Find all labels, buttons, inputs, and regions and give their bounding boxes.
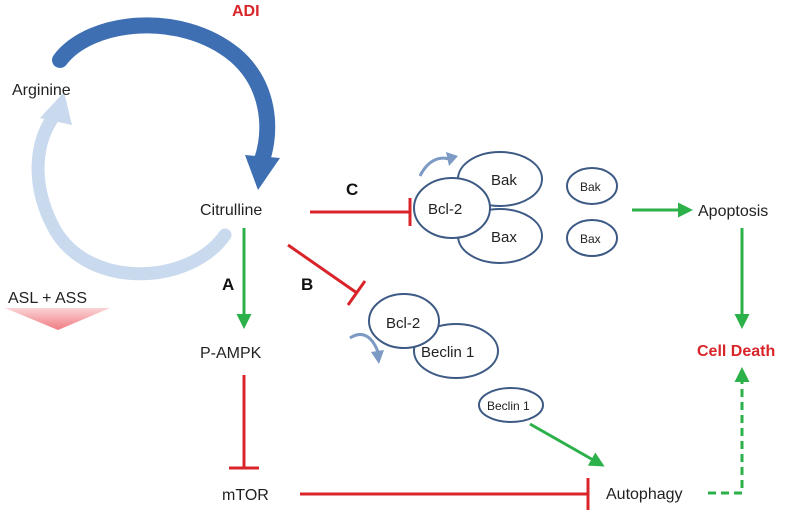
bcl2-release-curl-arrowhead — [446, 152, 458, 166]
pathway-a-letter: A — [222, 275, 234, 294]
pampk-label: P-AMPK — [200, 345, 262, 362]
beclin1-label-bound: Beclin 1 — [421, 344, 474, 361]
autophagy-to-cell-death-dashed-arrow — [708, 367, 750, 495]
bax-node-free — [566, 219, 618, 257]
adi-arrowhead — [245, 155, 280, 190]
beclin1-node-free — [478, 387, 544, 423]
asl-ass-pink-triangle — [5, 308, 110, 330]
pathway-b-letter: B — [301, 275, 313, 294]
mtor-label: mTOR — [222, 487, 269, 504]
bcl2-node-autophagy — [368, 293, 440, 349]
bax-label-free: Bax — [580, 232, 601, 246]
citrulline-label: Citrulline — [200, 202, 262, 219]
beclin-release-curl-icon — [349, 333, 380, 353]
bcl2-label-autophagy: Bcl-2 — [386, 315, 420, 332]
beclin1-label-free: Beclin 1 — [487, 399, 530, 413]
bak-node-free — [566, 167, 618, 205]
bcl2-release-curl-icon — [418, 156, 453, 177]
asl-ass-label: ASL + ASS — [8, 290, 87, 307]
apoptosis-label: Apoptosis — [698, 203, 768, 220]
bcl2-node-apoptosis — [413, 177, 491, 239]
cell-death-label: Cell Death — [697, 343, 775, 360]
citrulline-inhibits-bcl2-beclin-bar — [346, 280, 367, 306]
beclin1-node-bound — [413, 323, 499, 379]
bax-label-bound: Bax — [491, 229, 517, 246]
asl-ass-arrowhead — [40, 92, 72, 125]
pathway-c-letter: C — [346, 180, 358, 199]
bcl2-label-apoptosis: Bcl-2 — [428, 201, 462, 218]
adi-cycle-arrow — [52, 17, 276, 168]
bak-label-bound: Bak — [491, 172, 517, 189]
beclin1-to-autophagy-arrow — [529, 422, 605, 467]
bak-label-free: Bak — [580, 180, 602, 194]
asl-ass-cycle-arrow — [31, 108, 232, 281]
autophagy-label: Autophagy — [606, 486, 683, 503]
adi-label: ADI — [232, 3, 260, 20]
citrulline-inhibits-bcl2-beclin-line — [287, 243, 358, 295]
arginine-label: Arginine — [12, 82, 71, 99]
beclin-release-curl-arrowhead — [371, 350, 384, 364]
